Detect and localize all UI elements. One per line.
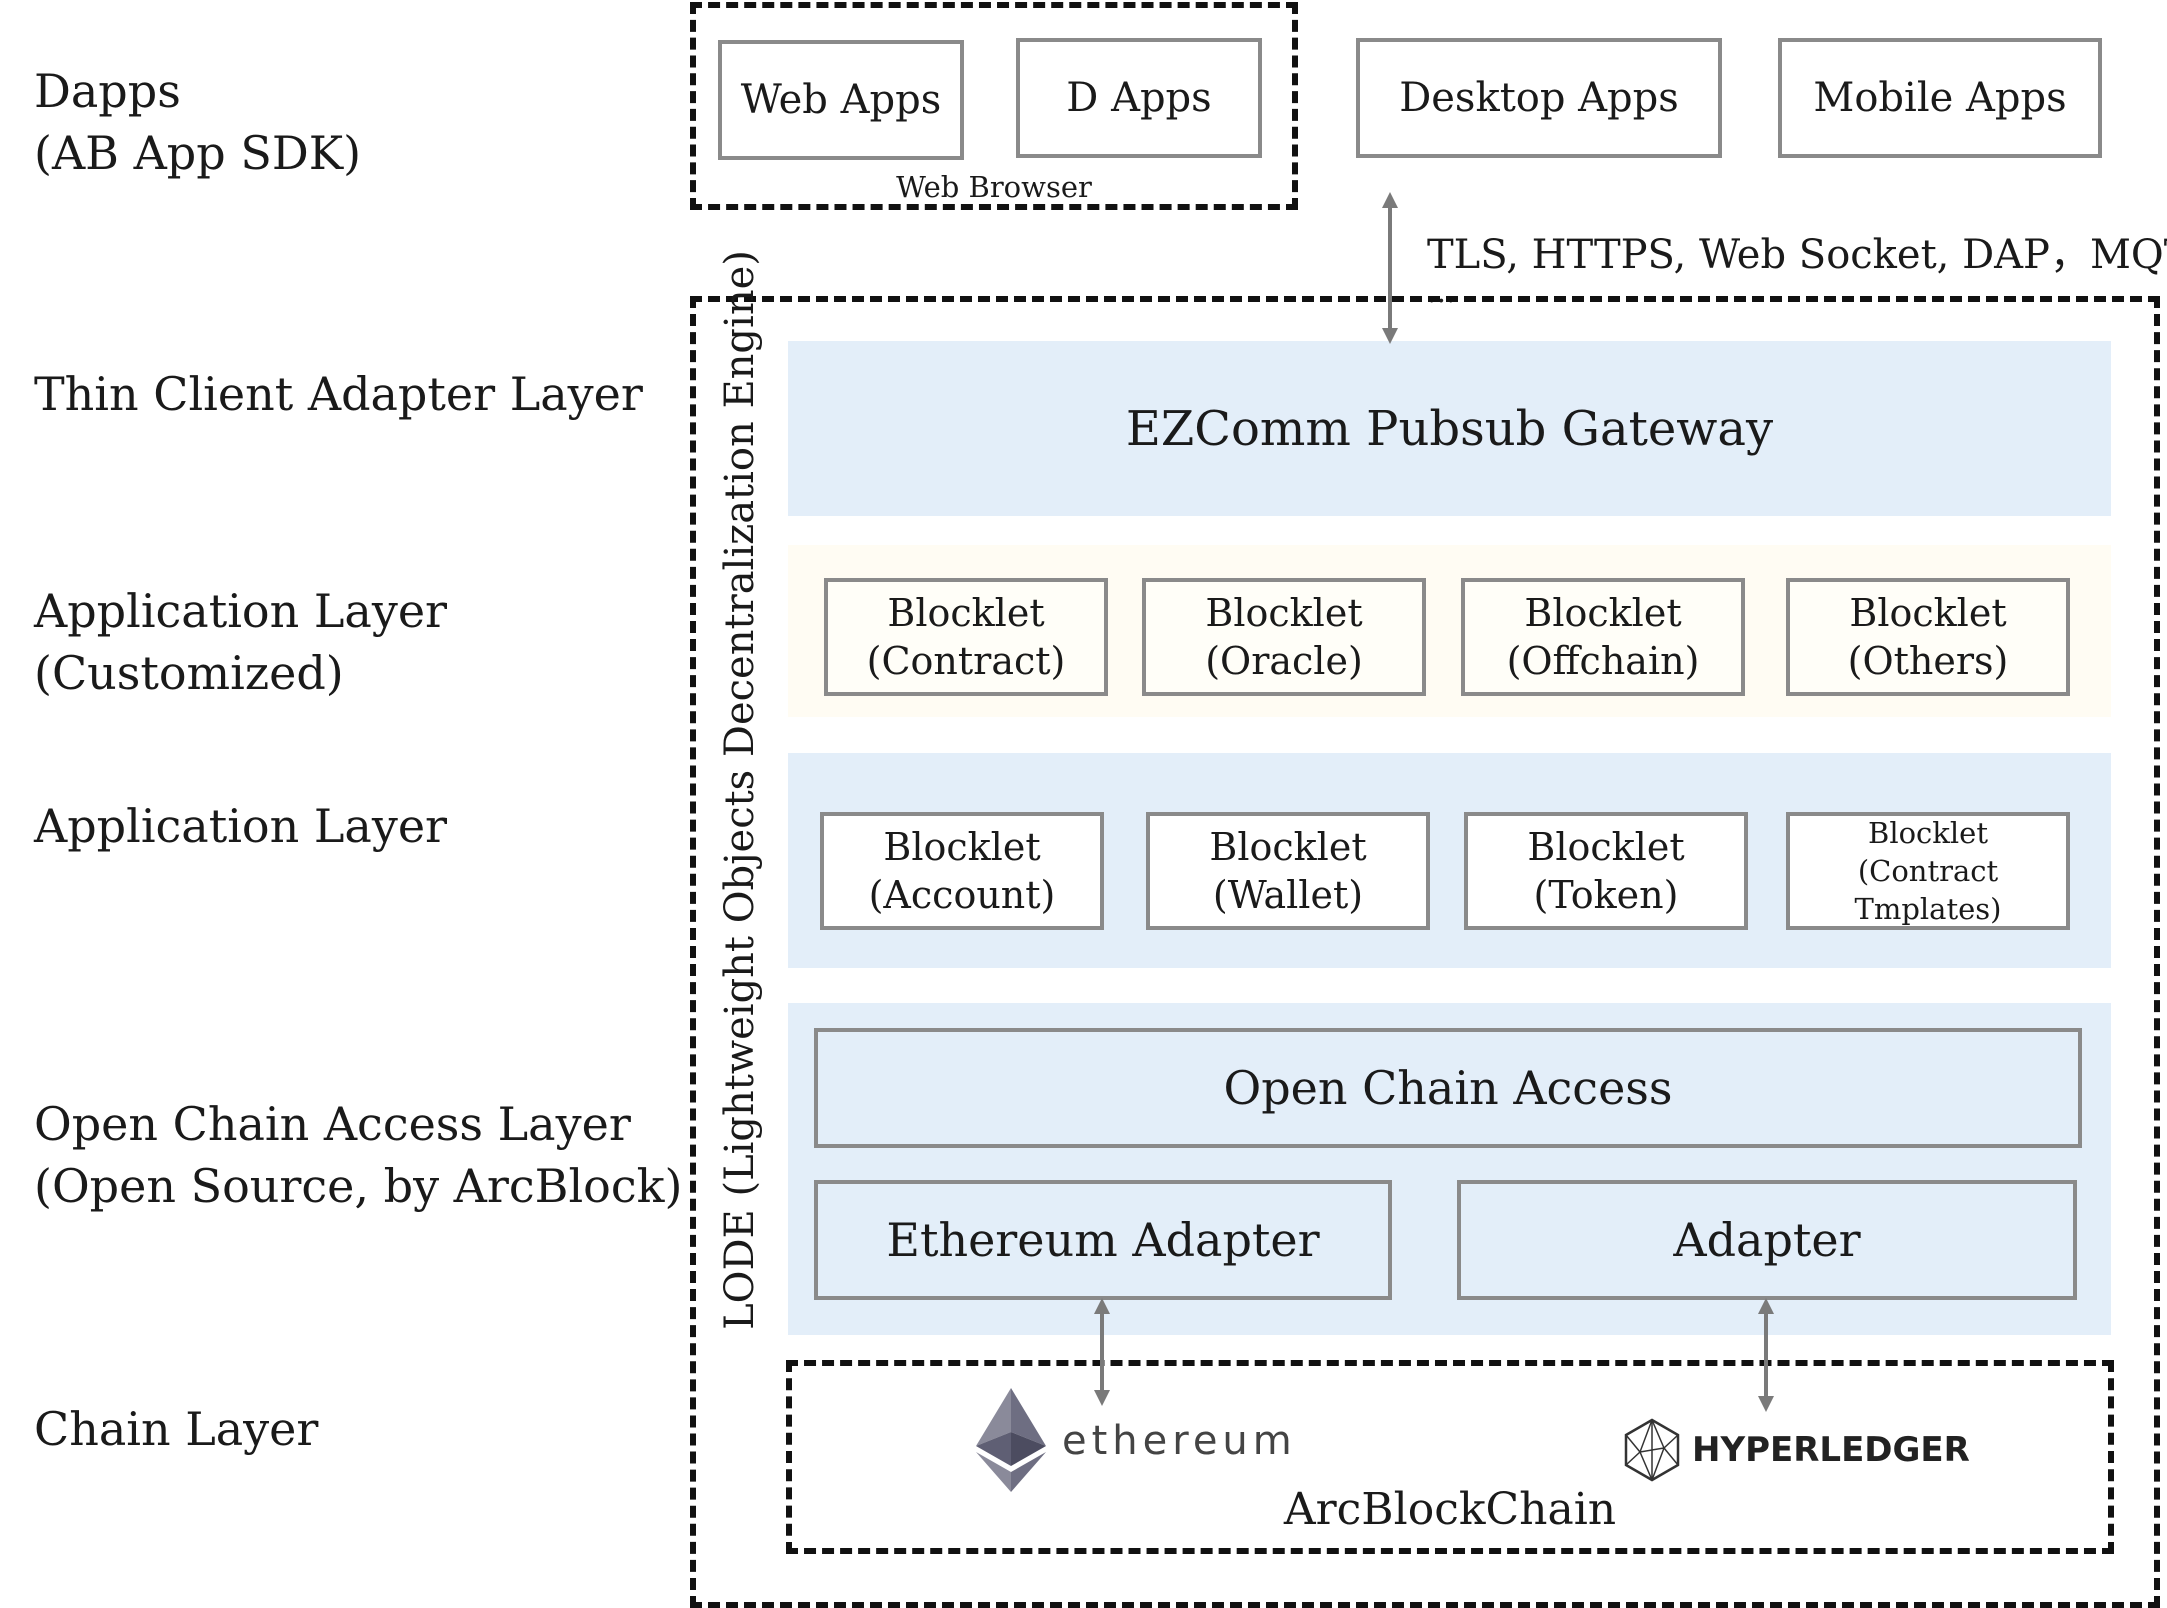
ethereum-adapter-box: Ethereum Adapter [814, 1180, 1392, 1300]
blocklet-token-box: Blocklet (Token) [1464, 812, 1748, 930]
blocklet-contract-templates-box: Blocklet (Contract Tmplates) [1786, 812, 2070, 930]
blocklet-others-box: Blocklet (Others) [1786, 578, 2070, 696]
gateway-label: EZComm Pubsub Gateway [1125, 400, 1774, 457]
lode-container-bottom [690, 1602, 2160, 1608]
layer-label-dapps: Dapps (AB App SDK) [34, 64, 362, 180]
blocklet-subtitle: (Others) [1847, 639, 2009, 683]
open-chain-access-box: Open Chain Access [814, 1028, 2082, 1148]
blocklet-subtitle: (Token) [1533, 873, 1679, 917]
blocklet-title: Blocklet [1868, 816, 1988, 850]
blocklet-title: Blocklet [887, 591, 1045, 635]
blocklet-subtitle-2: Tmplates) [1854, 892, 2002, 926]
ezcomm-pubsub-gateway: EZComm Pubsub Gateway [788, 341, 2111, 516]
blocklet-account-box: Blocklet (Account) [820, 812, 1104, 930]
blocklet-title: Blocklet [1527, 825, 1685, 869]
arcblockchain-label: ArcBlockChain [1283, 1484, 1617, 1535]
ethereum-wordmark: ethereum [1062, 1418, 1297, 1464]
blocklet-title: Blocklet [1524, 591, 1682, 635]
blocklet-wallet-box: Blocklet (Wallet) [1146, 812, 1430, 930]
desktop-apps-label: Desktop Apps [1399, 75, 1679, 121]
ethereum-logo-icon [976, 1388, 1046, 1492]
hyperledger-logo-icon [1624, 1418, 1680, 1482]
layer-label-application-customized: Application Layer (Customized) [34, 584, 448, 700]
ethereum-adapter-label: Ethereum Adapter [886, 1213, 1320, 1267]
web-browser-label: Web Browser [896, 170, 1092, 204]
d-apps-label: D Apps [1066, 75, 1212, 121]
blocklet-subtitle: (Contract [1857, 854, 1999, 888]
d-apps-box: D Apps [1016, 38, 1262, 158]
blocklet-oracle-box: Blocklet (Oracle) [1142, 578, 1426, 696]
blocklet-subtitle: (Oracle) [1205, 639, 1363, 683]
blocklet-subtitle: (Wallet) [1212, 873, 1364, 917]
web-apps-box: Web Apps [718, 40, 964, 160]
lode-container [690, 296, 2160, 1608]
blocklet-subtitle: (Contract) [866, 639, 1066, 683]
adapter-label: Adapter [1673, 1213, 1861, 1267]
mobile-apps-label: Mobile Apps [1813, 75, 2067, 121]
blocklet-contract-box: Blocklet (Contract) [824, 578, 1108, 696]
protocols-label: TLS, HTTPS, Web Socket, DAP，MQTT [1427, 232, 2167, 278]
web-apps-label: Web Apps [740, 77, 942, 123]
layer-label-thin-client: Thin Client Adapter Layer [34, 367, 643, 421]
layer-label-open-chain-access: Open Chain Access Layer (Open Source, by… [34, 1097, 683, 1213]
blocklet-title: Blocklet [1849, 591, 2007, 635]
layer-label-chain: Chain Layer [34, 1402, 319, 1456]
blocklet-offchain-box: Blocklet (Offchain) [1461, 578, 1745, 696]
hyperledger-wordmark: HYPERLEDGER [1692, 1430, 1970, 1470]
adapter-box: Adapter [1457, 1180, 2077, 1300]
web-browser-group [690, 2, 1298, 210]
open-chain-access-label: Open Chain Access [1223, 1061, 1673, 1115]
desktop-apps-box: Desktop Apps [1356, 38, 1722, 158]
protocols-more-label: ... [1427, 275, 1456, 310]
layer-label-application: Application Layer [34, 799, 448, 853]
blocklet-title: Blocklet [883, 825, 1041, 869]
mobile-apps-box: Mobile Apps [1778, 38, 2102, 158]
blocklet-subtitle: (Offchain) [1506, 639, 1700, 683]
blocklet-title: Blocklet [1205, 591, 1363, 635]
chain-layer-group [786, 1360, 2114, 1554]
blocklet-title: Blocklet [1209, 825, 1367, 869]
blocklet-subtitle: (Account) [868, 873, 1056, 917]
